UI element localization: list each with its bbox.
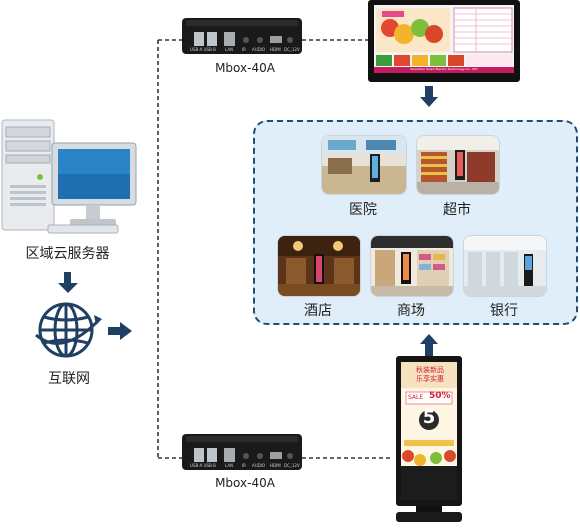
kiosk-sale-text: SALE [408,394,424,401]
scene-hospital-label: 医院 [349,202,377,218]
svg-text:USB-A USB-B: USB-A USB-B [190,47,216,52]
mbox-device-bottom: USB-A USB-B LAN IR AUDIO HDMI DC_12V [182,434,304,474]
svg-text:DC_12V: DC_12V [284,47,300,52]
scene-hotel-label: 酒店 [304,303,332,319]
svg-text:USB-A USB-B: USB-A USB-B [190,463,216,468]
scene-supermarket-image [416,135,500,195]
kiosk-display [392,356,466,524]
mbox-device-top: USB-A USB-B LAN IR AUDIO HDMI DC_12V [182,18,304,58]
display-monitor [368,0,520,82]
scene-hospital-image [321,135,407,195]
svg-text:LAN: LAN [225,47,233,52]
monitor-footer-text: Shenzhen Onart Electric Technology Co., … [410,67,478,71]
arrow-up-icon [420,334,438,356]
arrow-down-icon [420,86,438,107]
svg-text:HDMI: HDMI [270,47,281,52]
device-bottom-label: Mbox-40A [215,476,275,490]
svg-text:DC_12V: DC_12V [284,463,300,468]
device-top-label: Mbox-40A [215,61,275,75]
server-computer-icon [0,115,140,235]
server-label: 区域云服务器 [25,246,110,262]
svg-text:HDMI: HDMI [270,463,281,468]
svg-text:IR: IR [242,463,246,468]
kiosk-big-number: 5 [422,407,436,428]
scene-mall-image [370,235,454,297]
globe-icon [32,299,104,361]
scene-hotel-image [277,235,361,297]
scene-mall-label: 商场 [397,303,425,319]
arrow-down-icon [58,272,78,293]
svg-text:AUDIO: AUDIO [252,463,265,468]
scene-bank-label: 银行 [490,303,518,319]
kiosk-line1: 秋装新品 [416,366,444,374]
kiosk-line2: 乐享实惠 [416,375,444,383]
svg-text:LAN: LAN [225,463,233,468]
scene-bank-image [463,235,547,297]
internet-label: 互联网 [48,371,90,387]
svg-text:IR: IR [242,47,246,52]
arrow-right-icon [108,322,132,340]
svg-text:AUDIO: AUDIO [252,47,265,52]
scene-supermarket-label: 超市 [443,202,471,218]
kiosk-percent: 50% [429,391,451,401]
